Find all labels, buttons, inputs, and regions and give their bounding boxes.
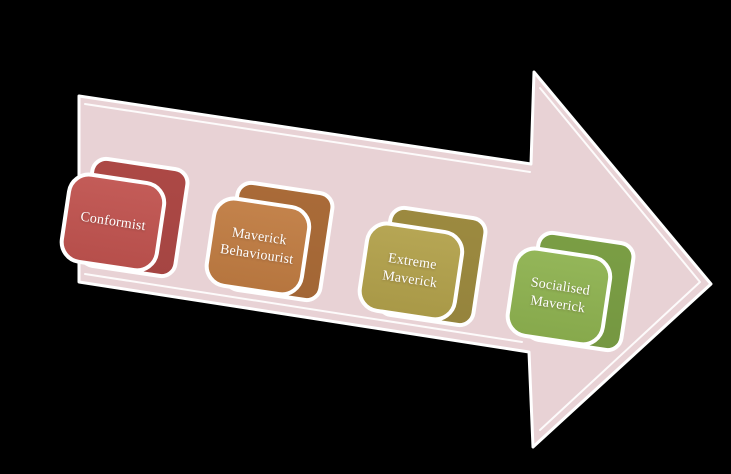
arrow-bevel-bottom-line xyxy=(84,273,523,343)
arrow-bevel-top-line xyxy=(84,103,531,173)
step-box-socialised-maverick-front-face: Socialised Maverick xyxy=(502,243,616,350)
step-label: Extreme Maverick xyxy=(381,250,439,292)
step-box-socialised-maverick: Socialised Maverick xyxy=(502,226,638,355)
step-label: Maverick Behaviourist xyxy=(218,225,295,268)
step-label: Conformist xyxy=(79,209,147,235)
step-label: Socialised Maverick xyxy=(529,275,591,317)
step-box-maverick-behaviourist-front-face: Maverick Behaviourist xyxy=(201,193,315,300)
arrow-bevel-head-line xyxy=(539,87,701,431)
step-box-extreme-maverick: Extreme Maverick xyxy=(354,201,490,330)
step-box-extreme-maverick-front-face: Extreme Maverick xyxy=(354,218,468,325)
step-box-maverick-behaviourist: Maverick Behaviourist xyxy=(201,176,337,305)
step-box-conformist-front-face: Conformist xyxy=(56,169,170,276)
step-box-conformist: Conformist xyxy=(56,152,192,281)
